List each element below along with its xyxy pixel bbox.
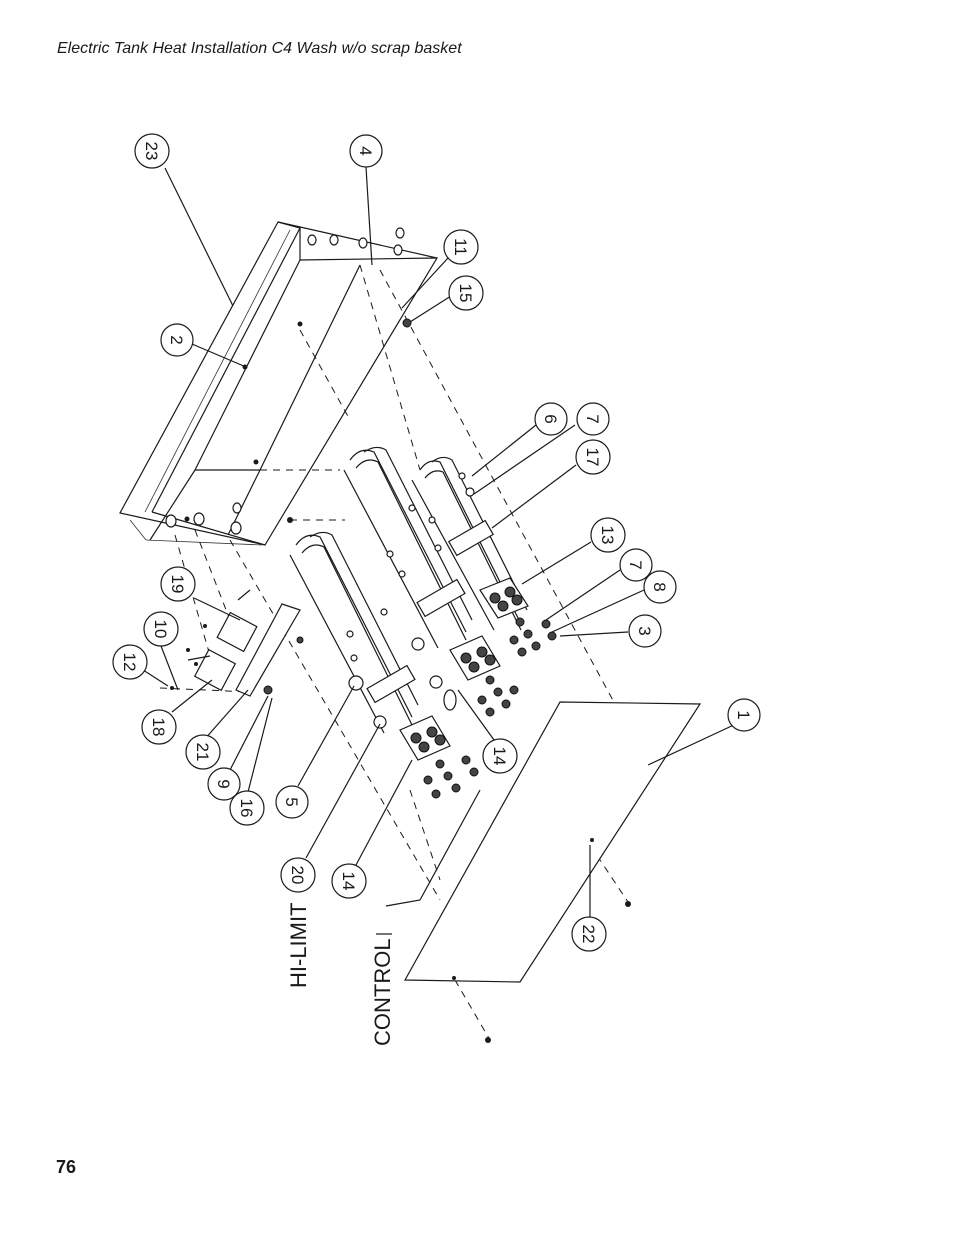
callout-17: 17 <box>575 439 611 475</box>
cover-panel <box>403 701 702 983</box>
heating-element-lower <box>289 531 451 761</box>
svg-text:7: 7 <box>583 414 602 423</box>
svg-text:13: 13 <box>598 526 617 545</box>
heating-element-middle <box>343 446 501 681</box>
svg-text:23: 23 <box>142 142 161 161</box>
callout-3: 3 <box>628 614 662 648</box>
callout-18: 18 <box>141 709 177 745</box>
svg-text:18: 18 <box>149 718 168 737</box>
callout-22: 22 <box>571 916 607 952</box>
svg-text:16: 16 <box>237 799 256 818</box>
callout-15: 15 <box>448 275 484 311</box>
svg-text:7: 7 <box>626 560 645 569</box>
svg-text:4: 4 <box>356 146 375 155</box>
callout-4: 4 <box>349 134 383 168</box>
svg-text:1: 1 <box>734 710 753 719</box>
callout-20: 20 <box>280 857 316 893</box>
hi-limit-label: HI-LIMIT <box>286 902 311 988</box>
page-title: Electric Tank Heat Installation C4 Wash … <box>57 40 462 57</box>
callout-8: 8 <box>643 570 677 604</box>
svg-text:12: 12 <box>120 653 139 672</box>
callout-21: 21 <box>185 734 221 770</box>
callout-16: 16 <box>229 790 265 826</box>
heating-element-upper <box>411 456 529 631</box>
tank-housing <box>119 221 438 546</box>
callout-7-lower: 7 <box>619 548 653 582</box>
control-bracket <box>170 589 301 697</box>
callout-11: 11 <box>443 229 479 265</box>
callout-23: 23 <box>134 133 170 169</box>
callout-7-upper: 7 <box>576 402 610 436</box>
svg-text:9: 9 <box>214 779 233 788</box>
callout-14-left: 14 <box>331 863 367 899</box>
callout-9: 9 <box>207 767 241 801</box>
svg-text:17: 17 <box>583 448 602 467</box>
svg-text:6: 6 <box>541 414 560 423</box>
svg-text:15: 15 <box>456 284 475 303</box>
callout-12: 12 <box>112 644 148 680</box>
leader-lines <box>139 166 739 935</box>
page-number: 76 <box>56 1157 77 1177</box>
callout-2: 2 <box>160 323 194 357</box>
control-label: CONTROL <box>370 938 395 1046</box>
svg-text:21: 21 <box>193 743 212 762</box>
callout-1: 1 <box>727 698 761 732</box>
callout-19: 19 <box>160 566 196 602</box>
callout-5: 5 <box>275 785 309 819</box>
svg-text:2: 2 <box>167 335 186 344</box>
svg-text:20: 20 <box>288 866 307 885</box>
svg-text:14: 14 <box>339 872 358 891</box>
svg-text:5: 5 <box>282 797 301 806</box>
callout-10: 10 <box>143 611 179 647</box>
svg-text:8: 8 <box>650 582 669 591</box>
callout-14-right: 14 <box>482 738 518 774</box>
svg-text:10: 10 <box>151 620 170 639</box>
callout-13: 13 <box>590 517 626 553</box>
svg-text:14: 14 <box>490 747 509 766</box>
svg-text:19: 19 <box>168 575 187 594</box>
callout-6: 6 <box>534 402 568 436</box>
svg-text:22: 22 <box>579 925 598 944</box>
svg-text:3: 3 <box>635 626 654 635</box>
svg-text:11: 11 <box>451 238 470 256</box>
